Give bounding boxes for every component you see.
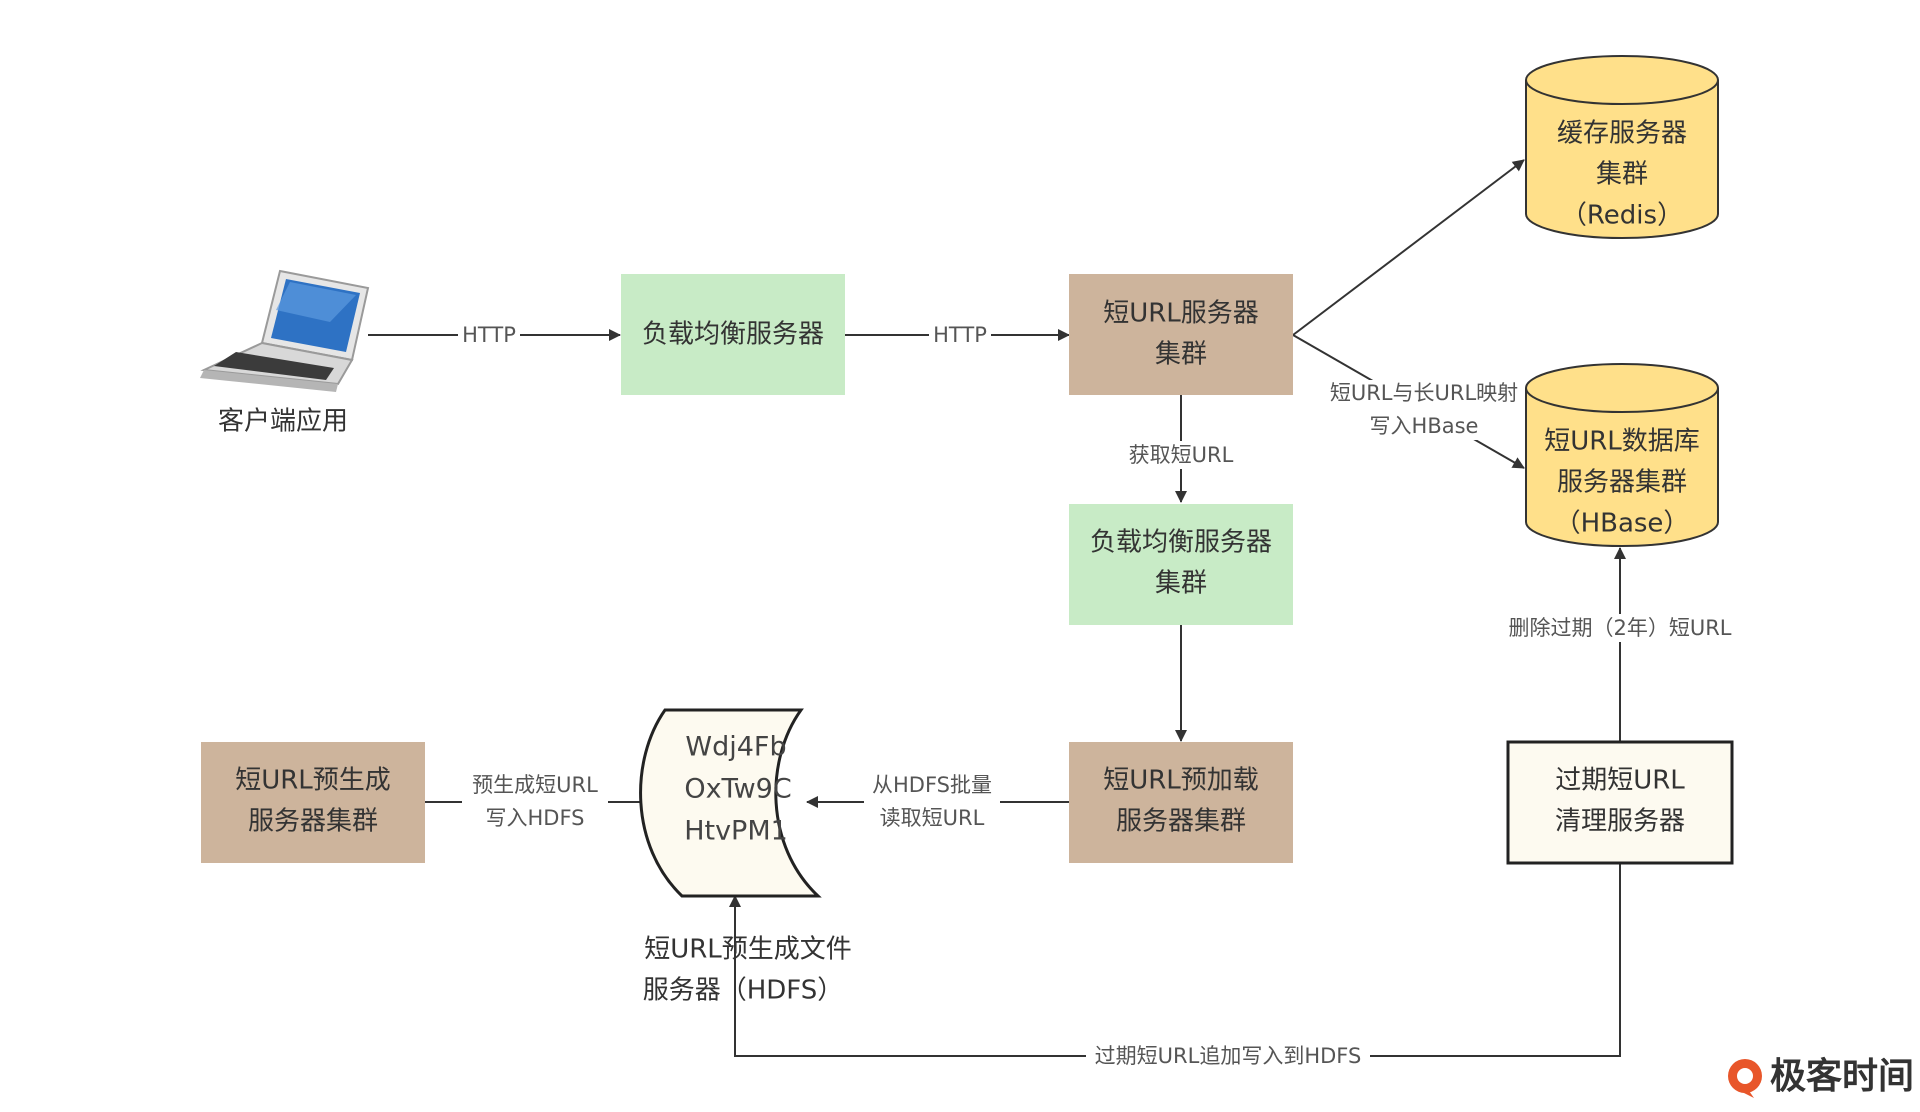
expire-cleanup-label-1: 过期短URL [1555, 766, 1685, 796]
load-balancer-cluster-label-2: 集群 [1155, 569, 1207, 599]
edge-label-cluster-to-hbase-2: 写入HBase [1370, 414, 1479, 438]
expire-cleanup-node: 过期短URL 清理服务器 [1506, 740, 1734, 865]
short-url-cluster-node: 短URL服务器 集群 [1069, 274, 1293, 395]
short-url-cluster-box [1069, 274, 1293, 395]
watermark-text: 极客时间 [1770, 1056, 1914, 1097]
edge-label-expire-to-hbase: 删除过期（2年）短URL [1508, 616, 1731, 640]
hbase-label-2: 服务器集群 [1557, 468, 1687, 498]
short-url-cluster-label-1: 短URL服务器 [1103, 299, 1259, 329]
preload-cluster-node: 短URL预加载 服务器集群 [1069, 742, 1293, 863]
pregen-cluster-label-1: 短URL预生成 [235, 766, 391, 796]
redis-label-2: 集群 [1596, 160, 1648, 190]
watermark: 极客时间 [1728, 1056, 1914, 1098]
edge-label-cluster-to-lb2: 获取短URL [1129, 443, 1234, 467]
edge-label-pregen-to-hdfs-2: 写入HDFS [485, 806, 584, 830]
edge-labels: HTTP HTTP 短URL与长URL映射 写入HBase 获取短URL 预生成… [458, 322, 1742, 1070]
hdfs-file-node: Wdj4Fb OxTw9C HtvPM1 短URL预生成文件 服务器（HDFS） [639, 708, 852, 1006]
edge-label-preload-from-hdfs-1: 从HDFS批量 [872, 773, 992, 797]
hdfs-file-line-2: OxTw9C [684, 774, 791, 805]
pregen-cluster-node: 短URL预生成 服务器集群 [201, 742, 425, 863]
hbase-label-3: （HBase） [1555, 509, 1690, 539]
load-balancer-cluster-node: 负载均衡服务器 集群 [1069, 504, 1293, 625]
hdfs-file-shape [639, 708, 822, 898]
edge-label-pregen-to-hdfs-1: 预生成短URL [472, 773, 598, 797]
redis-cylinder-body [1525, 80, 1719, 239]
geektime-logo-icon [1728, 1059, 1762, 1098]
redis-label-1: 缓存服务器 [1557, 119, 1687, 149]
hdfs-file-line-1: Wdj4Fb [685, 732, 786, 763]
edge-label-expire-to-hdfs: 过期短URL追加写入到HDFS [1095, 1044, 1362, 1068]
edges [368, 159, 1626, 1057]
load-balancer-cluster-box [1069, 504, 1293, 625]
redis-cache-node: 缓存服务器 集群 （Redis） [1525, 55, 1719, 239]
edge-label-client-to-lb: HTTP [462, 323, 516, 347]
hdfs-file-caption-2: 服务器（HDFS） [643, 976, 844, 1006]
edge-label-cluster-to-hbase-1: 短URL与长URL映射 [1330, 381, 1518, 405]
hbase-cylinder-body [1525, 388, 1719, 547]
client-node: 客户端应用 [200, 269, 370, 437]
edge-label-preload-from-hdfs-2: 读取短URL [880, 806, 985, 830]
edge-cluster-to-redis [1292, 159, 1525, 336]
short-url-cluster-label-2: 集群 [1155, 340, 1207, 370]
hbase-db-node: 短URL数据库 服务器集群 （HBase） [1525, 363, 1719, 547]
load-balancer-box [621, 274, 845, 395]
hbase-label-1: 短URL数据库 [1544, 427, 1700, 457]
preload-cluster-label-2: 服务器集群 [1116, 807, 1246, 837]
load-balancer-cluster-label-1: 负载均衡服务器 [1090, 528, 1272, 558]
pregen-cluster-label-2: 服务器集群 [248, 807, 378, 837]
preload-cluster-label-1: 短URL预加载 [1103, 766, 1259, 796]
hdfs-file-line-3: HtvPM1 [684, 816, 788, 847]
hdfs-file-caption-1: 短URL预生成文件 [644, 935, 852, 965]
expire-cleanup-label-2: 清理服务器 [1555, 807, 1685, 837]
laptop-icon [200, 269, 370, 392]
redis-cylinder-top [1525, 55, 1719, 105]
load-balancer-label: 负载均衡服务器 [642, 320, 824, 350]
client-label: 客户端应用 [218, 407, 348, 437]
hbase-cylinder-top [1525, 363, 1719, 413]
pregen-cluster-box [201, 742, 425, 863]
redis-label-3: （Redis） [1561, 201, 1683, 231]
edge-label-lb-to-cluster: HTTP [933, 323, 987, 347]
edge-expire-to-hdfs [729, 864, 1621, 1057]
expire-cleanup-box [1506, 740, 1734, 865]
preload-cluster-box [1069, 742, 1293, 863]
load-balancer-node: 负载均衡服务器 [621, 274, 845, 395]
